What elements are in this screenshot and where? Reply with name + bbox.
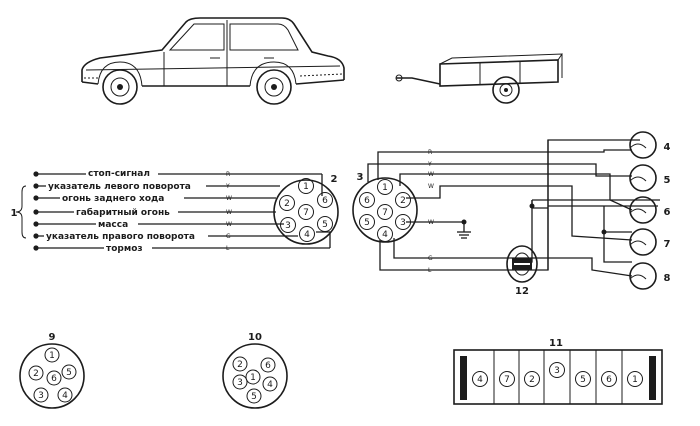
callout-8: 8 xyxy=(664,273,671,284)
pin-label: 1 xyxy=(250,373,256,383)
wire-code: R xyxy=(226,171,230,178)
lamp-icon xyxy=(629,196,657,224)
pin-label: 3 xyxy=(400,218,406,228)
pin-label: 4 xyxy=(62,391,68,401)
pin-label: 5 xyxy=(322,220,328,230)
ground-symbol-icon xyxy=(457,231,471,239)
pin-label: 3 xyxy=(554,366,560,376)
pin-label: 7 xyxy=(303,208,309,218)
brake-magnet-icon xyxy=(506,245,538,283)
pin-label: 1 xyxy=(49,351,55,361)
car-icon xyxy=(81,17,345,105)
wire-code: G xyxy=(226,233,231,240)
lamp-icon xyxy=(629,131,657,159)
lamp-icon xyxy=(629,228,657,256)
connector-9: 1 2 5 6 3 4 xyxy=(19,343,85,409)
label-brake: тормоз xyxy=(106,244,143,254)
wire-code: W xyxy=(428,183,434,190)
callout-11: 11 xyxy=(549,338,563,349)
trailer-plug: 1 6 2 7 5 3 4 xyxy=(352,177,418,243)
pin-label: 3 xyxy=(38,391,44,401)
callout-7: 7 xyxy=(664,239,671,250)
callout-3: 3 xyxy=(357,172,364,183)
wire-code: L xyxy=(226,245,230,252)
lamp-icon xyxy=(629,262,657,290)
pin-label: 6 xyxy=(606,375,612,385)
wire-code: W xyxy=(428,171,434,178)
connector-10: 2 6 3 1 4 5 xyxy=(222,343,288,409)
wire-code: R xyxy=(428,149,432,156)
callout-9: 9 xyxy=(49,332,56,343)
label-right-turn: указатель правого поворота xyxy=(46,232,195,242)
lamp-icon xyxy=(629,164,657,192)
label-stop-signal: стоп-сигнал xyxy=(88,169,150,179)
pin-label: 1 xyxy=(303,182,309,192)
left-wire-labels: стоп-сигнал указатель левого поворота ог… xyxy=(44,167,208,254)
callout-6: 6 xyxy=(664,207,671,218)
pin-label: 5 xyxy=(66,368,72,378)
callout-1: 1 xyxy=(11,208,18,219)
trailer-icon xyxy=(395,53,563,104)
wire-code: W xyxy=(226,209,232,216)
pin-label: 6 xyxy=(265,361,271,371)
right-wires xyxy=(367,139,660,277)
right-wire-codes: R Y W W W G L xyxy=(427,149,434,274)
pin-label: 2 xyxy=(284,199,290,209)
left-bracket xyxy=(15,185,27,239)
callout-2: 2 xyxy=(331,174,338,185)
wire-code: Y xyxy=(225,183,230,190)
pin-label: 5 xyxy=(580,375,586,385)
left-wire-codes: R Y W W W G L xyxy=(225,171,232,252)
pin-label: 2 xyxy=(529,375,535,385)
pin-label: 6 xyxy=(364,196,370,206)
pin-label: 1 xyxy=(632,375,638,385)
wire-code: W xyxy=(226,221,232,228)
pin-label: 4 xyxy=(477,375,483,385)
pin-label: 5 xyxy=(251,392,257,402)
pin-label: 4 xyxy=(304,230,310,240)
pin-label: 3 xyxy=(237,378,243,388)
pin-label: 7 xyxy=(382,208,388,218)
label-ground: масса xyxy=(98,220,128,230)
pin-label: 3 xyxy=(285,221,291,231)
pin-label: 6 xyxy=(322,196,328,206)
label-reverse-light: огонь заднего хода xyxy=(62,194,164,204)
pin-label: 2 xyxy=(33,369,39,379)
pin-label: 2 xyxy=(400,196,406,206)
pin-label: 4 xyxy=(267,380,273,390)
pin-label: 5 xyxy=(364,218,370,228)
pin-label: 1 xyxy=(382,183,388,193)
callout-4: 4 xyxy=(664,142,671,153)
wire-code: G xyxy=(428,255,433,262)
label-side-light: габаритный огонь xyxy=(76,207,170,218)
pin-label: 7 xyxy=(504,375,510,385)
wire-code: Y xyxy=(427,161,432,168)
wire-code: L xyxy=(428,267,432,274)
callout-12: 12 xyxy=(515,286,529,297)
pin-label: 6 xyxy=(51,374,57,384)
pin-label: 4 xyxy=(382,230,388,240)
wire-code: W xyxy=(428,219,434,226)
pin-label: 2 xyxy=(237,360,243,370)
wire-code: W xyxy=(226,195,232,202)
callout-5: 5 xyxy=(664,175,671,186)
connector-11-strip: 4 7 2 3 5 6 1 xyxy=(453,349,663,405)
callout-10: 10 xyxy=(248,332,262,343)
car-socket: 1 6 2 7 3 5 4 xyxy=(273,178,339,245)
label-left-turn: указатель левого поворота xyxy=(48,182,191,192)
